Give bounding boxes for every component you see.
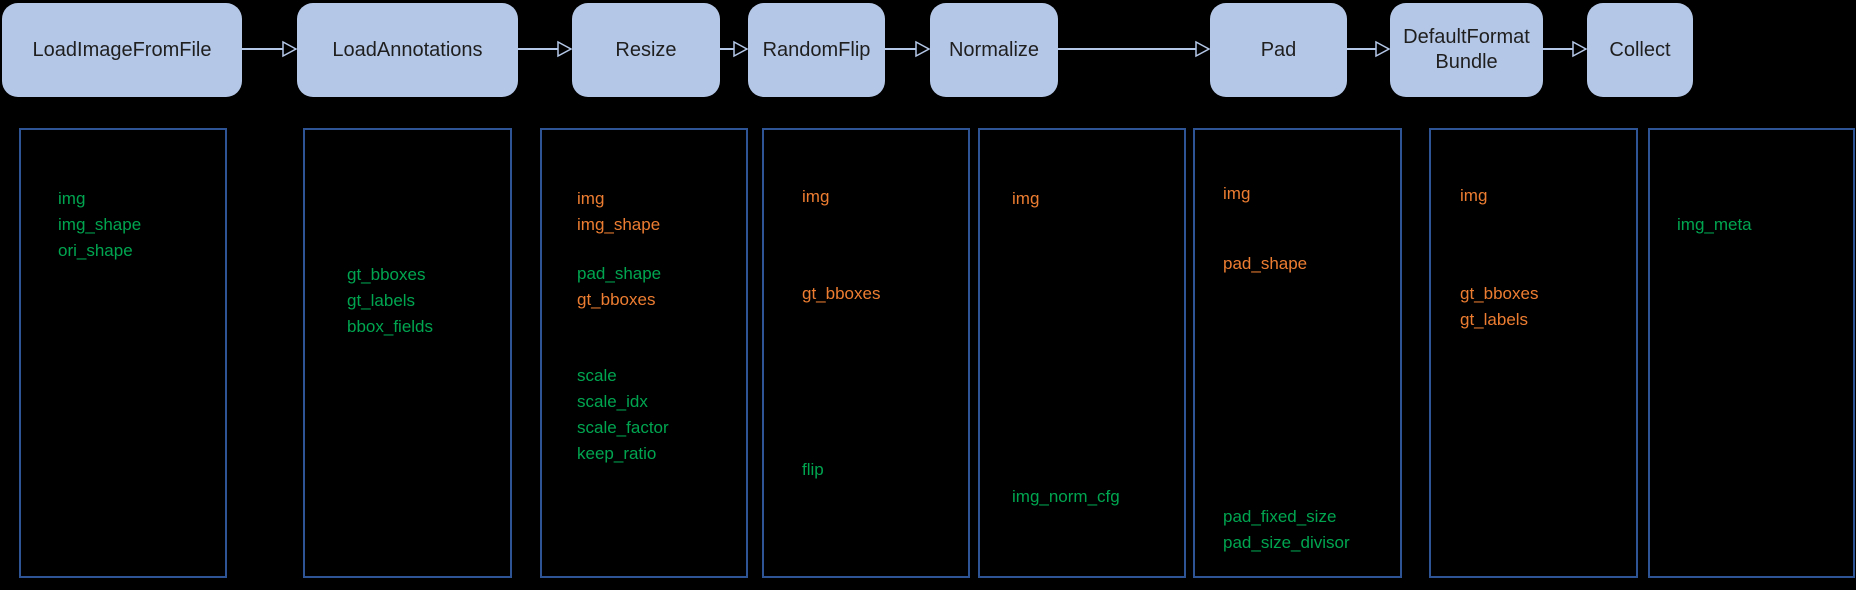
- stage-panel-loadannotations: [303, 128, 512, 578]
- stage-panel-loadimagefromfile: [19, 128, 227, 578]
- stage-label-loadannotations: LoadAnnotations: [332, 38, 483, 61]
- stage-label-defaultformat-bundle: DefaultFormat Bundle: [1403, 26, 1530, 73]
- field-img: img: [1460, 186, 1488, 205]
- stage-box-loadannotations: LoadAnnotations: [297, 3, 518, 97]
- field-keep-ratio: keep_ratio: [577, 444, 657, 463]
- field-img: img: [577, 189, 605, 208]
- stage-label-loadimagefromfile: LoadImageFromFile: [32, 38, 212, 61]
- stage-label-pad: Pad: [1260, 38, 1297, 61]
- field-gt-labels: gt_labels: [1460, 310, 1529, 329]
- stage-box-defaultformat-bundle: DefaultFormat Bundle: [1390, 3, 1543, 97]
- flow-arrow-2: [518, 40, 573, 58]
- field-bbox-fields: bbox_fields: [347, 317, 434, 336]
- stage-box-pad: Pad: [1210, 3, 1347, 97]
- field-img-shape: img_shape: [58, 215, 142, 234]
- field-img: img: [1223, 184, 1251, 203]
- field-img: img: [58, 189, 86, 208]
- field-pad-size-divisor: pad_size_divisor: [1223, 533, 1350, 552]
- field-img: img: [802, 187, 830, 206]
- field-scale-idx: scale_idx: [577, 392, 648, 411]
- flow-arrow-6: [1347, 40, 1391, 58]
- stage-panel-collect: [1648, 128, 1855, 578]
- field-gt-bboxes: gt_bboxes: [802, 284, 881, 303]
- stage-panel-resize: [540, 128, 748, 578]
- stage-panel-normalize: [978, 128, 1186, 578]
- flow-arrow-4: [885, 40, 931, 58]
- field-pad-fixed-size: pad_fixed_size: [1223, 507, 1337, 526]
- stage-box-randomflip: RandomFlip: [748, 3, 885, 97]
- flow-arrow-1: [242, 40, 298, 58]
- field-scale: scale: [577, 366, 617, 385]
- field-gt-labels: gt_labels: [347, 291, 416, 310]
- field-img-norm-cfg: img_norm_cfg: [1012, 487, 1120, 506]
- field-gt-bboxes: gt_bboxes: [347, 265, 426, 284]
- stage-label-collect: Collect: [1609, 38, 1671, 61]
- stage-panel-randomflip: [762, 128, 970, 578]
- field-flip: flip: [802, 460, 824, 479]
- field-gt-bboxes: gt_bboxes: [1460, 284, 1539, 303]
- flow-arrow-5: [1058, 40, 1211, 58]
- field-pad-shape: pad_shape: [1223, 254, 1308, 273]
- stage-panel-defaultformat-bundle: [1429, 128, 1638, 578]
- field-img-meta: img_meta: [1677, 215, 1752, 234]
- stage-box-loadimagefromfile: LoadImageFromFile: [2, 3, 242, 97]
- field-pad-shape: pad_shape: [577, 264, 662, 283]
- field-scale-factor: scale_factor: [577, 418, 669, 437]
- stage-box-resize: Resize: [572, 3, 720, 97]
- stage-panel-pad: [1193, 128, 1402, 578]
- field-gt-bboxes: gt_bboxes: [577, 290, 656, 309]
- field-img-shape: img_shape: [577, 215, 661, 234]
- stage-label-randomflip: RandomFlip: [762, 38, 871, 61]
- flow-arrow-7: [1543, 40, 1588, 58]
- stage-box-normalize: Normalize: [930, 3, 1058, 97]
- field-ori-shape: ori_shape: [58, 241, 133, 260]
- flow-arrow-3: [720, 40, 749, 58]
- field-img: img: [1012, 189, 1040, 208]
- stage-label-normalize: Normalize: [948, 38, 1040, 61]
- stage-label-resize: Resize: [615, 38, 677, 61]
- stage-box-collect: Collect: [1587, 3, 1693, 97]
